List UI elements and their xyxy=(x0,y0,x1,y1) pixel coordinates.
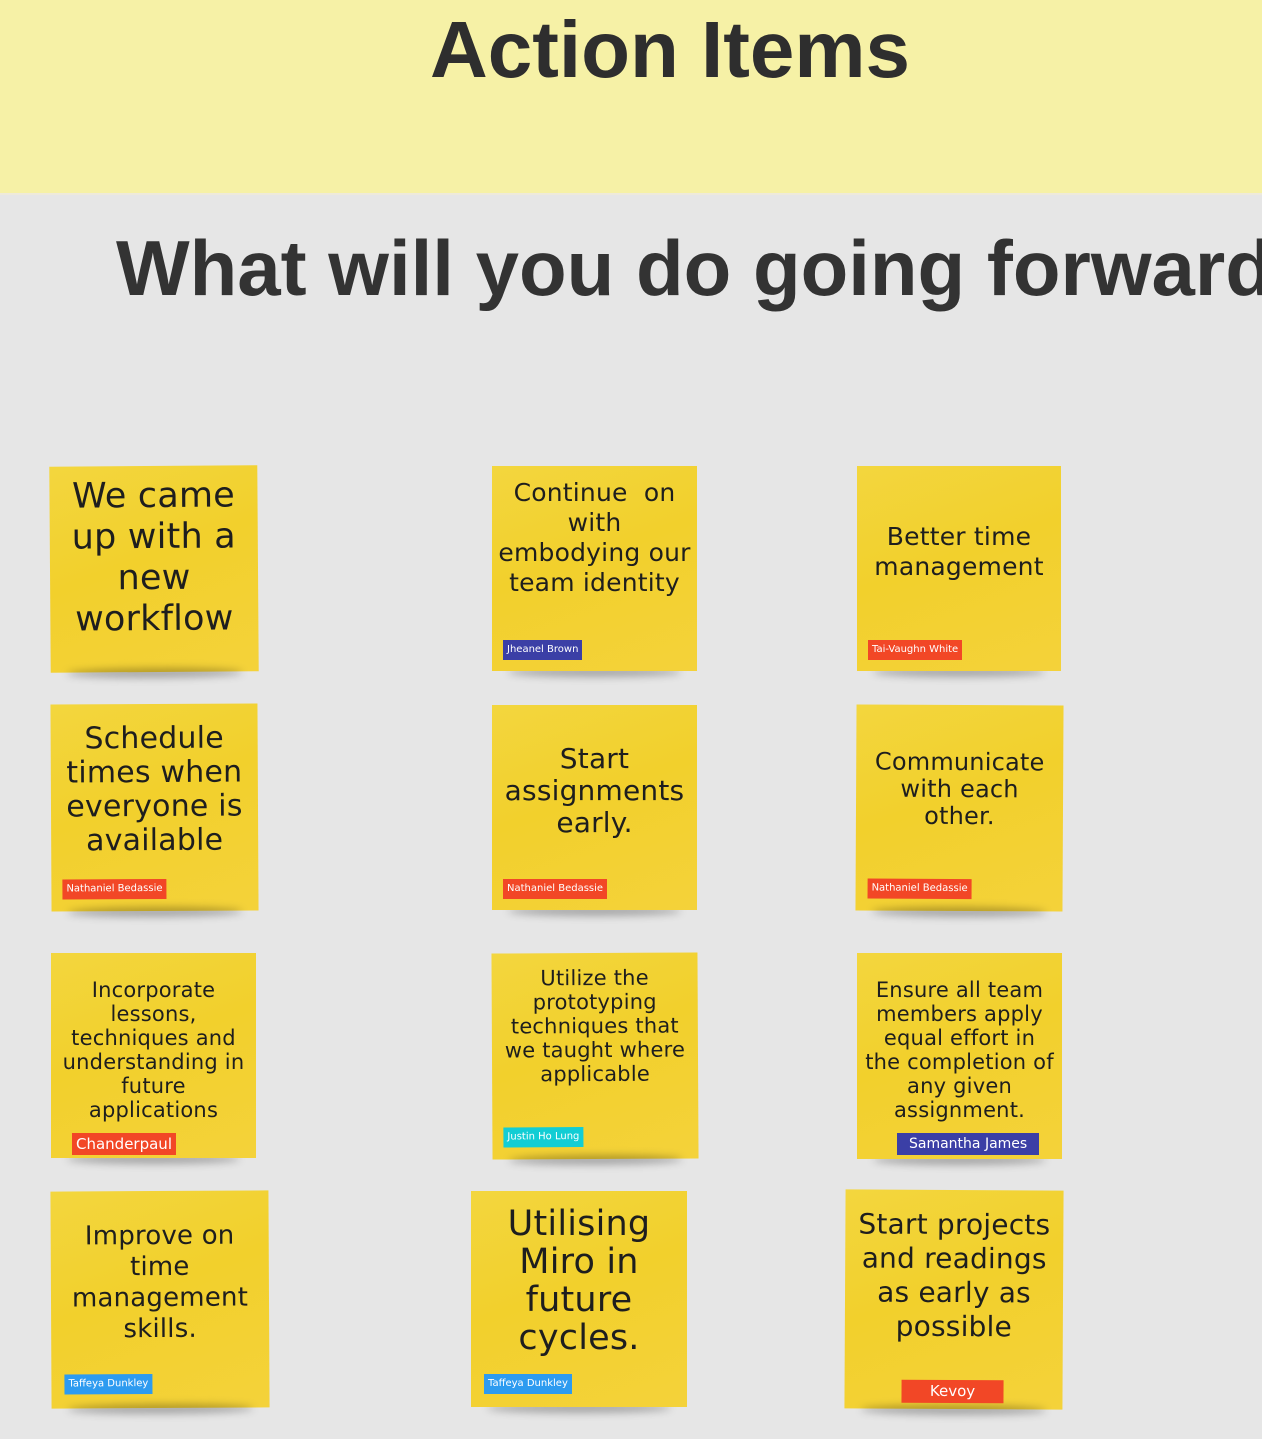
author-tag: Taffeya Dunkley xyxy=(64,1374,153,1395)
sticky-note-text: We came up with a new workflow xyxy=(71,475,236,640)
sticky-note-text: Utilising Miro in future cycles. xyxy=(507,1204,651,1358)
sticky-note[interactable]: Better time management Tai-Vaughn White xyxy=(857,466,1061,671)
author-tag: Jheanel Brown xyxy=(503,640,583,660)
sticky-note[interactable]: Schedule times when everyone is availabl… xyxy=(50,703,259,912)
board-subtitle: What will you do going forward? xyxy=(116,224,1262,312)
sticky-note-text: Better time management xyxy=(874,522,1044,581)
header-band xyxy=(0,0,1262,195)
sticky-note-text: Start projects and readings as early as … xyxy=(858,1207,1051,1344)
sticky-note[interactable]: Start projects and readings as early as … xyxy=(844,1189,1064,1410)
sticky-note-text: Schedule times when everyone is availabl… xyxy=(66,720,243,859)
author-tag: Nathaniel Bedassie xyxy=(503,879,608,899)
sticky-note[interactable]: Incorporate lessons, techniques and unde… xyxy=(51,953,256,1158)
author-tag: Nathaniel Bedassie xyxy=(867,878,972,900)
author-tag: Kevoy xyxy=(901,1379,1004,1404)
sticky-note[interactable]: Improve on time management skills. Taffe… xyxy=(50,1190,270,1409)
sticky-note[interactable]: Utilize the prototyping techniques that … xyxy=(491,952,699,1160)
author-tag: Nathaniel Bedassie xyxy=(62,878,167,900)
sticky-note-text: Continue on with embodying our team iden… xyxy=(498,478,699,597)
board-title: Action Items xyxy=(429,5,911,94)
sticky-note-text: Ensure all team members apply equal effo… xyxy=(865,978,1054,1122)
sticky-note[interactable]: Start assignments early. Nathaniel Bedas… xyxy=(492,705,697,910)
sticky-note[interactable]: Ensure all team members apply equal effo… xyxy=(857,953,1062,1159)
sticky-note[interactable]: Continue on with embodying our team iden… xyxy=(492,466,697,671)
sticky-note[interactable]: Utilising Miro in future cycles. Taffeya… xyxy=(471,1191,687,1407)
author-tag: Tai-Vaughn White xyxy=(868,640,963,660)
sticky-note-text: Utilize the prototyping techniques that … xyxy=(504,965,686,1087)
author-tag: Justin Ho Lung xyxy=(503,1127,584,1148)
sticky-note-text: Incorporate lessons, techniques and unde… xyxy=(62,978,245,1122)
sticky-note-text: Improve on time management skills. xyxy=(71,1220,249,1345)
author-tag: Chanderpaul xyxy=(72,1133,176,1155)
sticky-note[interactable]: Communicate with each other. Nathaniel B… xyxy=(855,704,1064,912)
sticky-note-text: Start assignments early. xyxy=(504,742,685,839)
sticky-note-text: Communicate with each other. xyxy=(874,747,1045,831)
author-tag: Samantha James xyxy=(897,1133,1040,1155)
sticky-note[interactable]: We came up with a new workflow xyxy=(49,465,259,673)
author-tag: Taffeya Dunkley xyxy=(484,1374,572,1394)
